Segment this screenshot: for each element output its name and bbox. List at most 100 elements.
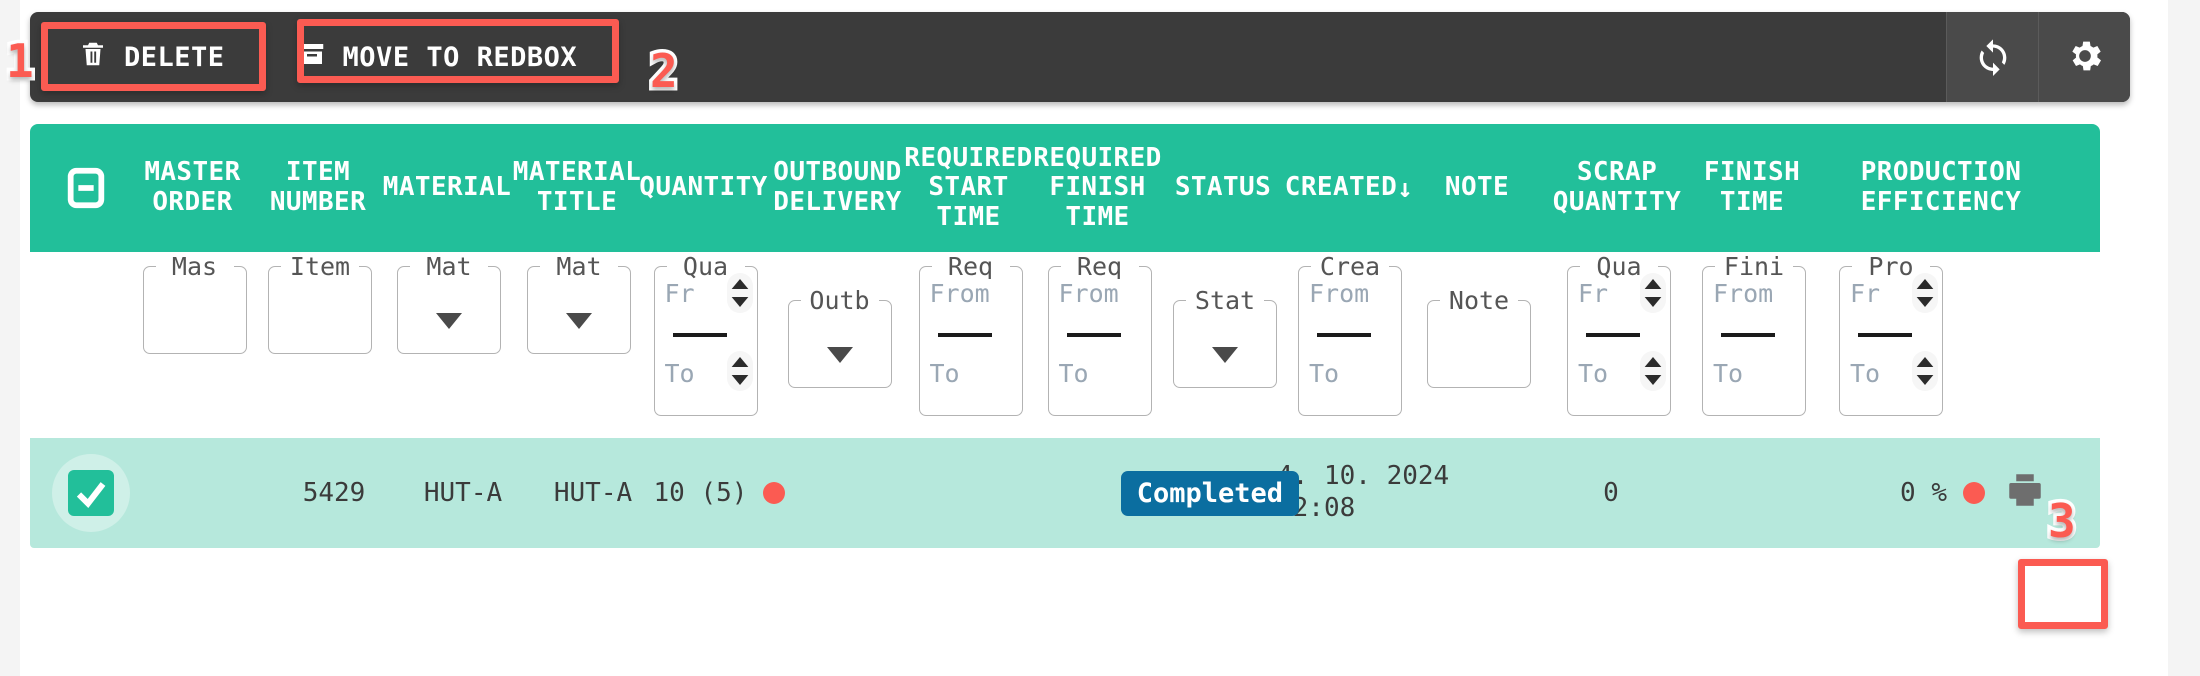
filter-production-efficiency-from[interactable]: Fr [1850,279,1881,308]
column-header-material[interactable]: MATERIAL [382,172,512,203]
toolbar-spacer [603,12,1946,102]
column-header-master-order[interactable]: MASTER ORDER [144,157,241,217]
filter-outbound-delivery[interactable]: Outb [787,289,892,388]
filter-finish-time-from[interactable]: From [1713,279,1774,308]
filter-cell-production-efficiency: Pro Fr To [1813,255,2073,416]
archive-box-icon [297,39,327,76]
filter-quantity-to-stepper[interactable] [726,351,753,391]
filter-created[interactable]: Crea From To [1298,255,1402,416]
filter-material-title-legend: Mat [540,255,618,279]
filter-production-efficiency-divider [1858,333,1912,337]
cell-material-title: HUT-A [553,478,633,508]
filter-created-from[interactable]: From [1309,279,1370,308]
column-header-note[interactable]: NOTE [1444,172,1510,203]
column-header-production-efficiency[interactable]: PRODUCTION EFFICIENCY [1860,157,2022,217]
filter-cell-scrap-quantity: Qua Fr To [1543,255,1695,416]
filter-scrap-quantity-to[interactable]: To [1578,359,1609,388]
select-all-checkbox[interactable] [56,158,116,218]
cell-master-order [142,438,275,548]
filter-status[interactable]: Stat [1173,289,1277,388]
cell-scrap-quantity: 0 [1603,478,1619,508]
filter-note[interactable]: Note [1427,289,1531,388]
column-header-status[interactable]: STATUS [1174,172,1272,203]
filter-cell-status: Stat [1165,266,1285,388]
column-header-material-title[interactable]: MATERIAL TITLE [512,157,642,217]
filter-item-number-legend: Item [281,255,359,279]
filter-outbound-delivery-legend: Outb [800,289,879,313]
toolbar-actions: DELETE MOVE TO REDBOX [30,12,603,102]
filter-quantity-from[interactable]: Fr [664,279,695,308]
column-header-required-start-time[interactable]: REQUIRED START TIME [904,142,1033,232]
move-to-redbox-button[interactable]: MOVE TO REDBOX [271,26,604,88]
created-timestamp: 4. 10. 2024 12:08 [1277,461,1449,524]
delete-button[interactable]: DELETE [52,26,251,88]
filter-material-title[interactable]: Mat [527,255,631,354]
table-filter-row: Mas Item Mat Mat [30,252,2100,438]
filter-production-efficiency[interactable]: Pro Fr To [1839,255,1943,416]
filter-production-efficiency-to[interactable]: To [1850,359,1881,388]
column-header-required-finish-time[interactable]: REQUIRED FINISH TIME [1033,142,1162,232]
filter-cell-created: Crea From To [1285,255,1415,416]
filter-quantity[interactable]: Qua Fr To [653,255,758,416]
printer-icon [2004,469,2046,518]
filter-finish-time[interactable]: Fini From To [1702,255,1806,416]
move-to-redbox-button-label: MOVE TO REDBOX [342,41,578,73]
filter-required-finish-time-from[interactable]: From [1058,279,1119,308]
column-header-created-label: CREATED [1284,172,1398,203]
filter-required-start-time-legend: Req [931,255,1010,279]
delete-button-label: DELETE [124,41,225,73]
filter-finish-time-to[interactable]: To [1713,359,1744,388]
filter-required-start-time-from[interactable]: From [929,279,990,308]
filter-scrap-quantity[interactable]: Qua Fr To [1567,255,1671,416]
chevron-down-icon [436,313,462,329]
filter-status-legend: Stat [1186,289,1264,313]
refresh-button[interactable] [1946,12,2038,102]
filter-scrap-quantity-divider [1586,333,1640,337]
filter-cell-note: Note [1415,266,1543,388]
filter-required-finish-time-to[interactable]: To [1058,359,1089,388]
chevron-down-icon [1212,347,1238,363]
sort-desc-icon: ↓ [1397,174,1414,205]
gear-icon [2065,36,2105,79]
cell-production-efficiency: 0 % [1805,438,1985,548]
column-header-scrap-quantity[interactable]: SCRAP QUANTITY [1552,157,1682,217]
filter-created-to[interactable]: To [1309,359,1340,388]
filter-production-efficiency-to-stepper[interactable] [1912,351,1938,391]
settings-button[interactable] [2038,12,2130,102]
filter-scrap-quantity-from[interactable]: Fr [1578,279,1609,308]
orders-table: MASTER ORDER ITEM NUMBER MATERIAL MATERI… [30,124,2100,548]
table-header-row: MASTER ORDER ITEM NUMBER MATERIAL MATERI… [30,124,2100,252]
filter-required-start-time-to[interactable]: To [929,359,960,388]
column-header-outbound-delivery[interactable]: OUTBOUND DELIVERY [773,157,902,217]
filter-cell-required-finish-time: Req From To [1034,255,1165,416]
filter-quantity-from-stepper[interactable] [726,273,753,313]
chevron-down-icon [826,347,853,363]
filter-scrap-quantity-to-stepper[interactable] [1640,351,1666,391]
row-select-checkbox[interactable] [52,454,130,532]
cell-item-number: 5429 [302,478,366,508]
column-header-quantity[interactable]: QUANTITY [639,172,768,203]
status-badge: Completed [1120,470,1299,516]
column-header-item-number[interactable]: ITEM NUMBER [269,157,367,217]
cell-required-start-time [921,438,1048,548]
column-header-created[interactable]: CREATED↓ [1283,124,1413,252]
row-print-button[interactable] [1997,465,2053,521]
filter-quantity-to[interactable]: To [664,359,695,388]
production-efficiency-value: 0 % [1900,478,1947,508]
filter-required-start-time[interactable]: Req From To [918,255,1023,416]
filter-cell-required-start-time: Req From To [907,255,1034,416]
filter-material[interactable]: Mat [397,255,501,354]
filter-required-finish-time-legend: Req [1060,255,1139,279]
filter-master-order[interactable]: Mas [142,255,247,354]
table-row[interactable]: 5429 HUT-A HUT-A 10 (5) Completed 4. 10.… [30,438,2100,548]
filter-cell-outbound-delivery: Outb [772,266,907,388]
filter-production-efficiency-from-stepper[interactable] [1912,273,1938,313]
filter-scrap-quantity-from-stepper[interactable] [1640,273,1666,313]
cell-finish-time [1687,438,1805,548]
created-date: 4. 10. 2024 [1277,461,1450,492]
column-header-finish-time[interactable]: FINISH TIME [1703,157,1801,217]
production-efficiency-flag-dot [1963,482,1985,504]
filter-created-legend: Crea [1311,255,1389,279]
filter-item-number[interactable]: Item [268,255,372,354]
filter-required-finish-time[interactable]: Req From To [1047,255,1152,416]
